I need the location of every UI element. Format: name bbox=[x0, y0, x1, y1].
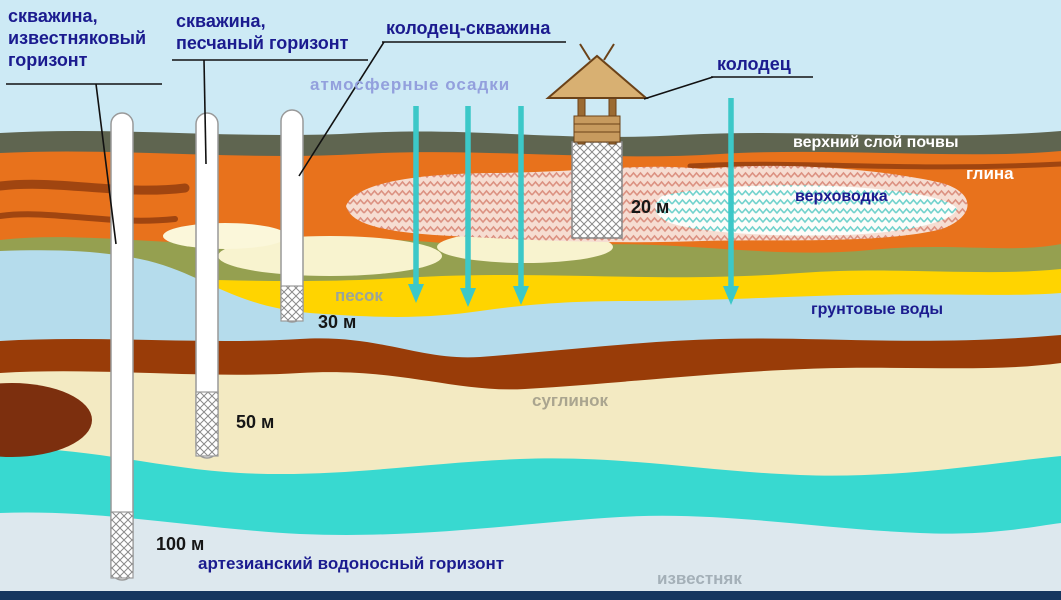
well-roof bbox=[545, 54, 649, 99]
callout-line-well bbox=[643, 76, 714, 100]
label-sand: песок bbox=[335, 286, 383, 305]
rain-arrow-1-head bbox=[408, 284, 424, 303]
label-groundwater: грунтовые воды bbox=[811, 301, 943, 318]
callout-line-sand-well bbox=[203, 59, 207, 165]
borehole-50m-casing bbox=[195, 112, 219, 459]
label-well-limestone: скважина, известняковый горизонт bbox=[8, 6, 151, 70]
label-well-sand: скважина, песчаный горизонт bbox=[176, 11, 349, 53]
well-roof-stick-2 bbox=[603, 43, 615, 61]
cream-patch-3 bbox=[163, 223, 287, 249]
label-depth-100m: 100 м bbox=[156, 534, 204, 554]
label-topsoil: верхний слой почвы bbox=[793, 134, 959, 151]
borehole-50m bbox=[195, 112, 219, 459]
maroon-patch bbox=[0, 383, 92, 457]
label-loam: суглинок bbox=[532, 391, 608, 410]
label-artesian: артезианский водоносный горизонт bbox=[198, 554, 504, 573]
label-perched-water: верховодка bbox=[795, 188, 888, 205]
clay-streak-1 bbox=[0, 179, 190, 195]
clay-streak-2 bbox=[0, 211, 178, 224]
label-well: колодец bbox=[717, 54, 791, 74]
callout-line-limestone-well bbox=[95, 83, 117, 245]
label-depth-30m: 30 м bbox=[318, 312, 356, 332]
borehole-100m bbox=[110, 112, 134, 581]
cream-patch-1 bbox=[218, 236, 442, 276]
label-limestone: известняк bbox=[657, 569, 742, 588]
borehole-100m-screen bbox=[110, 511, 134, 579]
callout-lines bbox=[6, 41, 813, 245]
bottom-edge-strip bbox=[0, 591, 1061, 600]
precipitation-arrows bbox=[408, 98, 739, 307]
rain-arrow-3-head bbox=[513, 286, 529, 305]
well-structure bbox=[545, 43, 649, 239]
well-shaft bbox=[571, 141, 623, 239]
borehole-100m-casing bbox=[110, 112, 134, 581]
limestone-layer bbox=[0, 512, 1061, 600]
well-roof-stick-1 bbox=[579, 43, 591, 61]
label-depth-20m: 20 м bbox=[631, 197, 669, 217]
callout-line-well-borehole bbox=[298, 41, 385, 177]
borehole-30m-screen bbox=[280, 285, 304, 322]
rain-arrow-4-head bbox=[723, 286, 739, 305]
borehole-50m-screen bbox=[195, 391, 219, 457]
borehole-30m-casing bbox=[280, 109, 304, 323]
label-precipitation: атмосферные осадки bbox=[310, 75, 510, 94]
label-depth-50m: 50 м bbox=[236, 412, 274, 432]
borehole-30m bbox=[280, 109, 304, 323]
rain-arrow-2-head bbox=[460, 288, 476, 307]
well-log-frame bbox=[573, 115, 621, 143]
label-clay: глина bbox=[966, 164, 1014, 183]
label-well-borehole: колодец-скважина bbox=[386, 18, 551, 38]
